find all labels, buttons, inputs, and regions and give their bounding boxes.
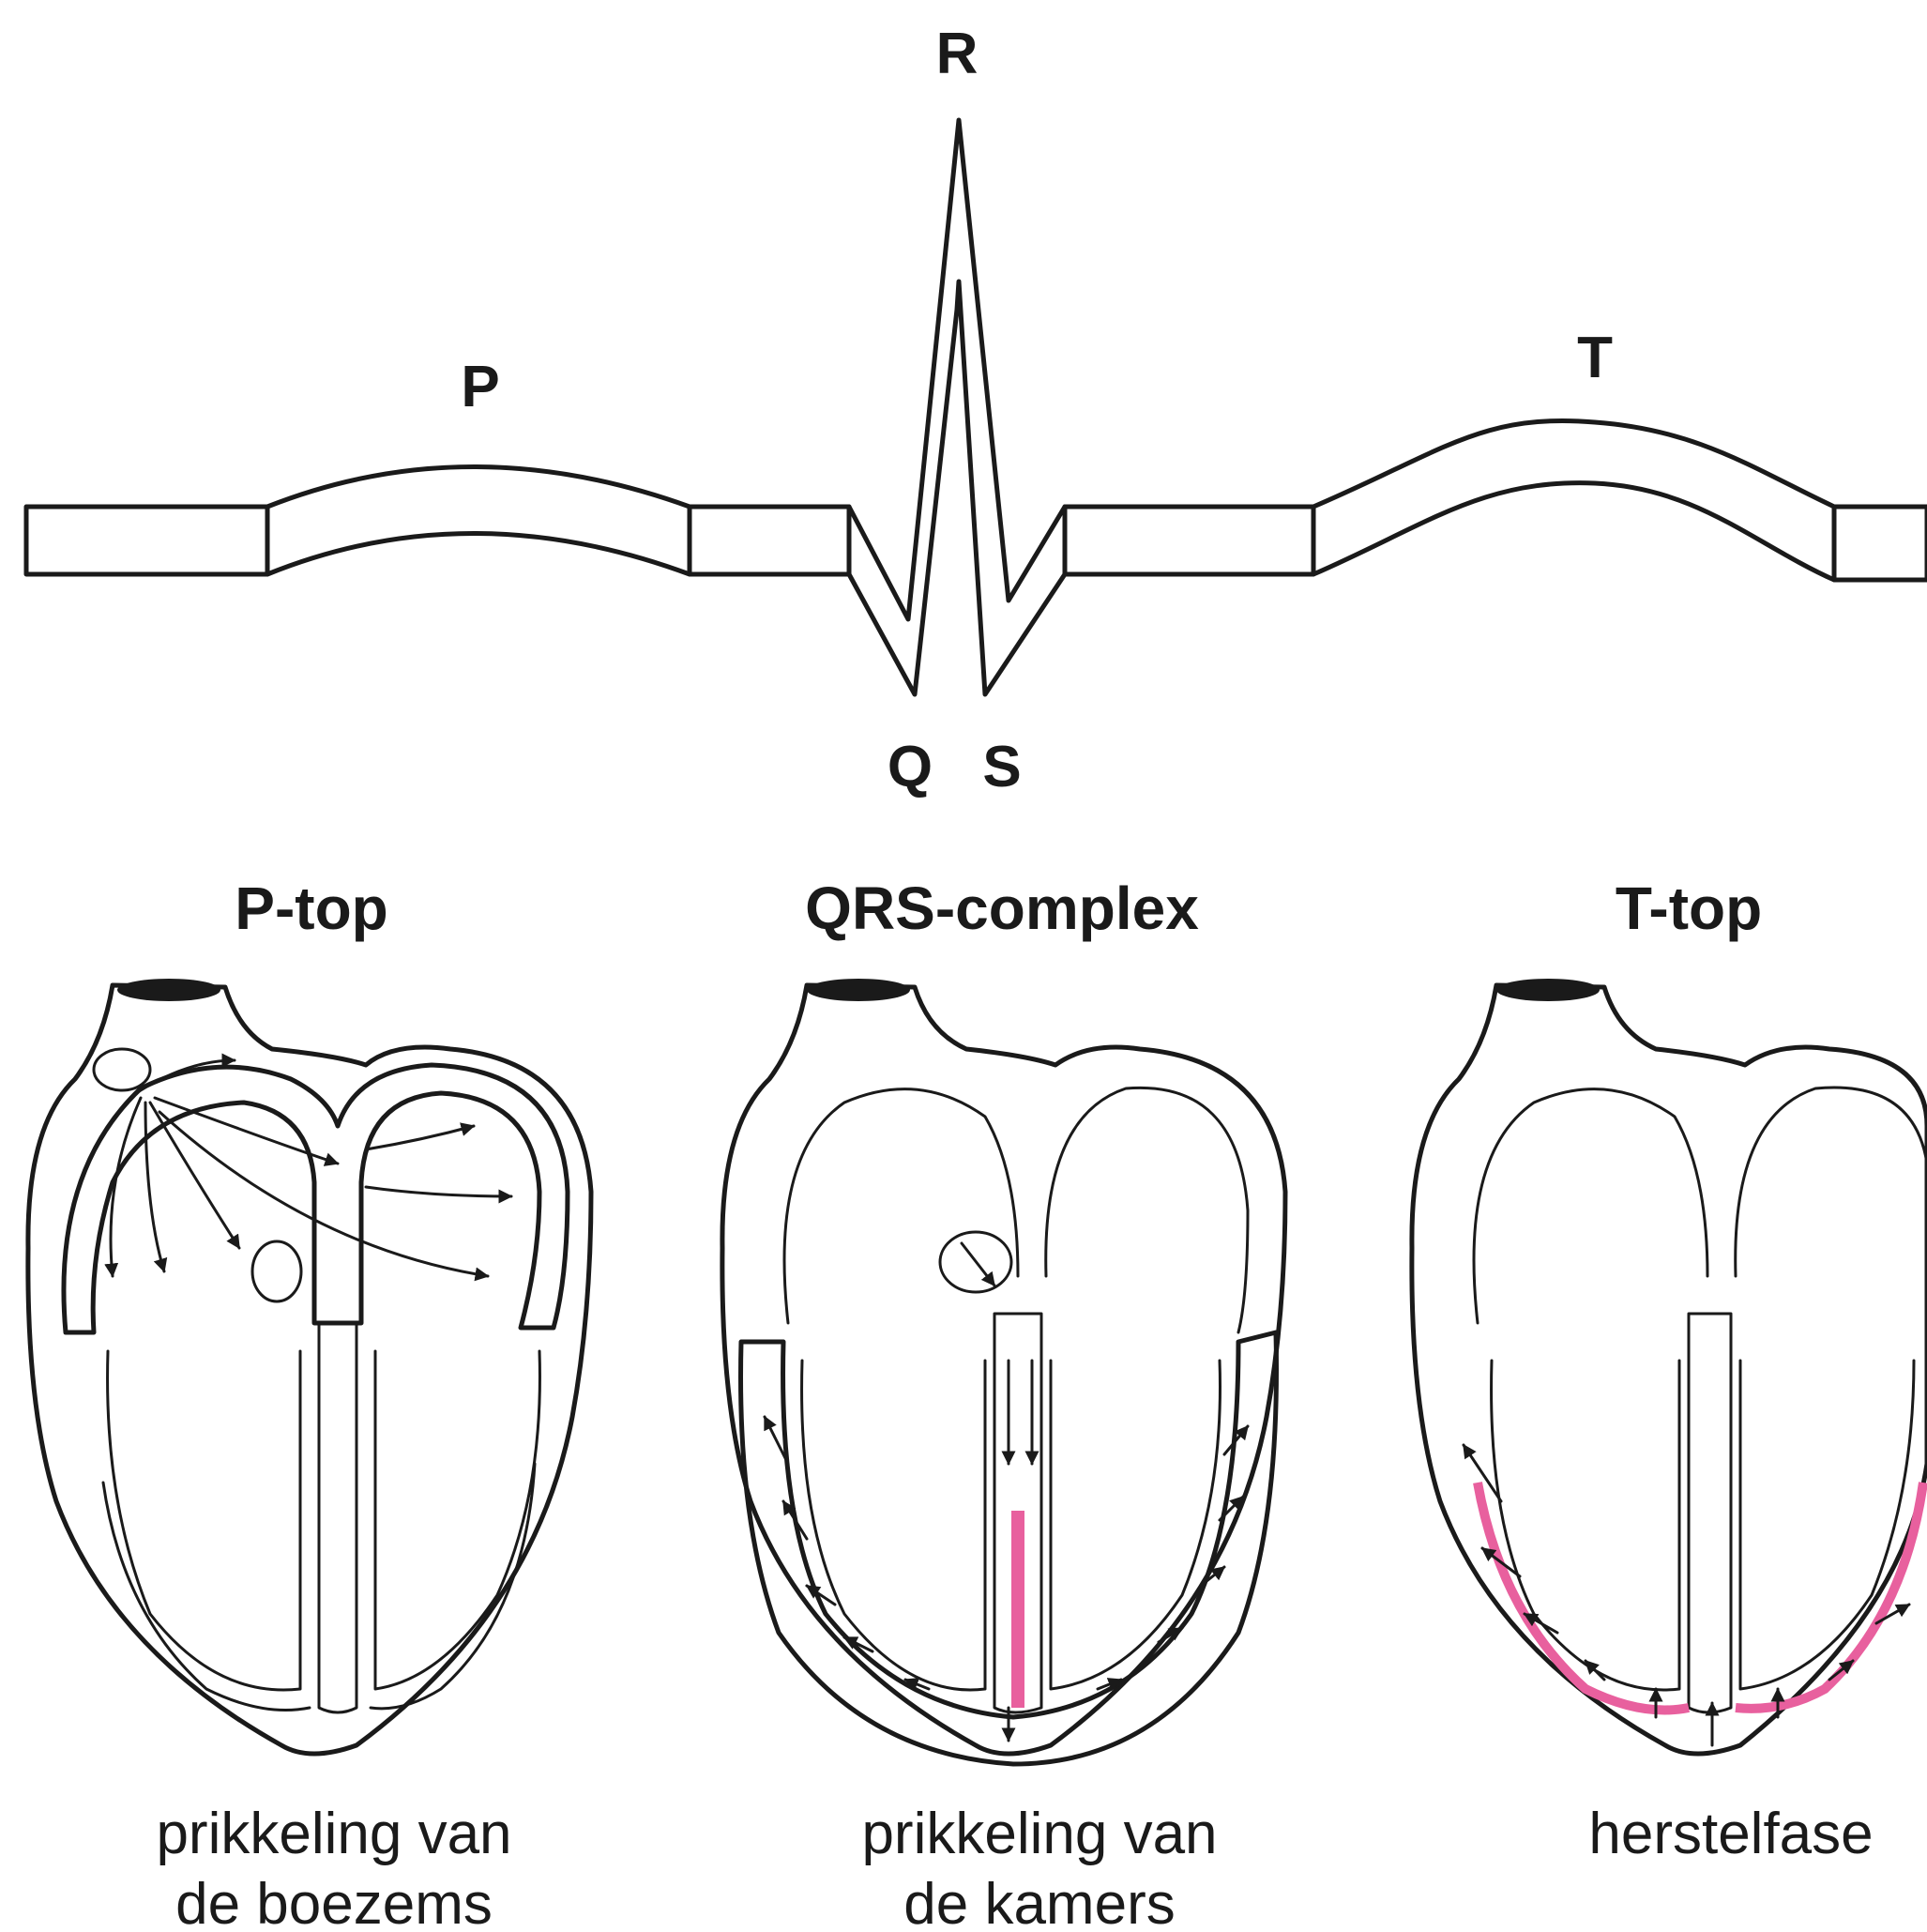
left-atrium-outline: [1474, 1089, 1707, 1323]
panel-title-p-top: P-top: [235, 875, 388, 942]
heart-outline: [722, 985, 1285, 1754]
heart-qrs-complex: [722, 979, 1285, 1764]
ecg-label-r: R: [936, 22, 979, 86]
recovery-band-left: [1478, 1483, 1689, 1711]
ecg-label-p: P: [461, 355, 499, 419]
heart-p-top: [28, 979, 591, 1754]
panel-title-t-top: T-top: [1616, 875, 1762, 942]
purkinje-fiber-right: [371, 1464, 535, 1709]
caption-p-top-line2: de boezems: [175, 1872, 493, 1932]
recovery-arrows: [1464, 1445, 1909, 1745]
right-atrium-outline: [1046, 1088, 1248, 1332]
ecg-baseline-segment: [690, 507, 849, 574]
heart-outline: [28, 985, 591, 1754]
sinus-node: [94, 1049, 150, 1090]
left-atrium-outline: [784, 1089, 1018, 1323]
right-ventricle-outline: [1051, 1361, 1221, 1689]
left-ventricle-outline: [108, 1351, 300, 1690]
right-atrium-outline: [1736, 1088, 1927, 1276]
qrs-complex: [849, 120, 1065, 694]
ecg-baseline-segment: [1834, 507, 1927, 580]
vessel-opening: [1496, 979, 1600, 1001]
heart-t-top: [1412, 979, 1927, 1754]
ecg-trace: [26, 120, 1927, 694]
caption-qrs-line2: de kamers: [903, 1872, 1175, 1932]
p-wave: [267, 467, 690, 575]
conduction-path: [1689, 1314, 1731, 1712]
conduction-path: [319, 1323, 357, 1712]
right-ventricle-outline: [1740, 1361, 1914, 1689]
t-wave: [1313, 420, 1834, 580]
heart-outline: [1412, 985, 1927, 1754]
ecg-label-s: S: [982, 735, 1021, 799]
caption-qrs-line1: prikkeling van: [861, 1802, 1217, 1866]
purkinje-fiber-left: [103, 1483, 310, 1711]
caption-p-top-line1: prikkeling van: [156, 1802, 511, 1866]
av-node: [252, 1241, 301, 1301]
ecg-baseline-segment: [1065, 507, 1313, 574]
excitation-arrows: [765, 1361, 1248, 1741]
ecg-baseline-segment: [26, 507, 267, 574]
recovery-band-right: [1736, 1483, 1923, 1709]
vessel-opening: [807, 979, 910, 1001]
atria-active-band: [64, 1065, 568, 1332]
panel-title-qrs-complex: QRS-complex: [805, 875, 1199, 942]
left-ventricle-outline: [1492, 1361, 1679, 1690]
ecg-label-t: T: [1577, 326, 1613, 390]
left-ventricle-outline: [802, 1361, 985, 1690]
caption-t-top-line1: herstelfase: [1588, 1802, 1873, 1866]
right-ventricle-outline: [375, 1351, 539, 1689]
vessel-opening: [117, 979, 220, 1001]
ecg-label-q: Q: [888, 735, 933, 799]
